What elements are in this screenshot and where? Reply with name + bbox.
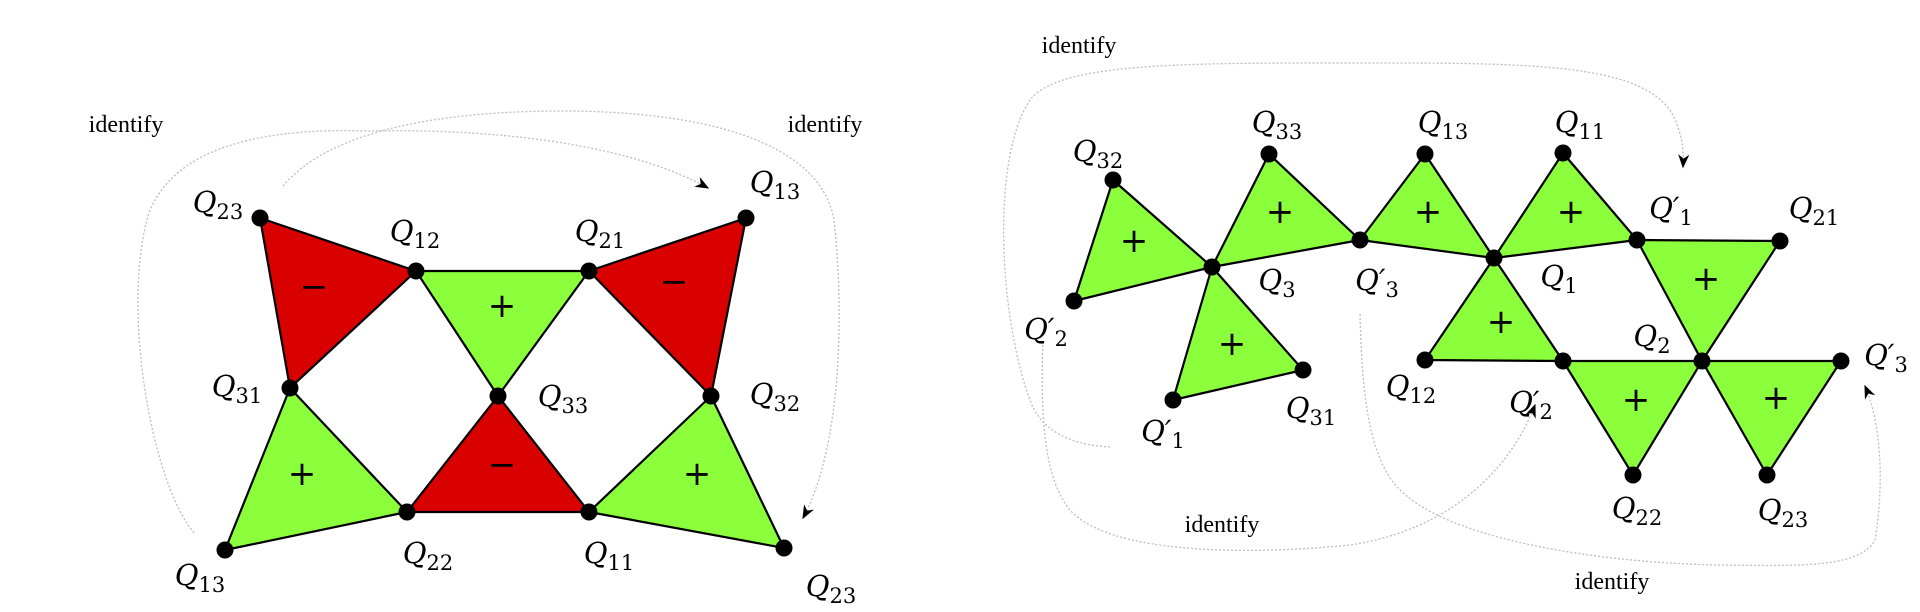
vertex-node	[737, 209, 755, 227]
triangle-sign: +	[1218, 324, 1247, 364]
vertex-node	[489, 387, 507, 405]
vertex-label: Q21	[575, 214, 626, 253]
vertex-node	[1693, 352, 1711, 370]
triangle-sign: +	[1762, 378, 1791, 418]
vertex-label: Q12	[390, 214, 441, 253]
positive-triangle	[1171, 265, 1305, 402]
vertex-node	[251, 209, 269, 227]
triangle-sign: +	[1692, 259, 1721, 299]
vertex-node	[1203, 258, 1221, 276]
positive-triangle	[1210, 152, 1362, 269]
vertex-label: Q′3	[1355, 263, 1399, 302]
triangle-sign: +	[1622, 380, 1651, 420]
vertex-label: Q′1	[1141, 414, 1185, 453]
vertex-label: Q1	[1540, 259, 1577, 298]
positive-triangle	[223, 386, 409, 552]
negative-triangle	[587, 216, 748, 398]
negative-triangle	[258, 216, 418, 390]
vertex-label: Q′3	[1864, 338, 1908, 377]
triangle-sign: +	[683, 454, 712, 494]
vertex-label: Q33	[1252, 105, 1303, 144]
triangle-sign: +	[1266, 192, 1295, 232]
vertex-node	[1771, 232, 1789, 250]
vertex-label: Q31	[1286, 391, 1337, 430]
vertex-label: Q23	[1758, 493, 1809, 532]
vertex-label: Q32	[1073, 134, 1124, 173]
vertex-label: Q′2	[1024, 312, 1068, 351]
triangle-sign: +	[1557, 192, 1586, 232]
vertex-label: Q13	[750, 165, 801, 204]
identify-arrow	[282, 110, 840, 520]
triangle-sign: −	[488, 445, 517, 485]
vertex-node	[1416, 145, 1434, 163]
vertex-label: Q22	[403, 536, 454, 575]
vertex-label: Q′1	[1649, 191, 1693, 230]
triangle-sign: +	[1414, 192, 1443, 232]
vertex-node	[1351, 231, 1369, 249]
vertex-node	[281, 379, 299, 397]
vertex-node	[1104, 171, 1122, 189]
identify-arrow	[1003, 62, 1690, 448]
identify-annotation: identify	[1575, 569, 1650, 595]
triangle-sign: +	[1120, 221, 1149, 261]
vertex-label: Q31	[212, 369, 263, 408]
vertex-label: Q23	[193, 185, 244, 224]
vertex-label: Q11	[1555, 105, 1606, 144]
vertex-label: Q33	[538, 379, 589, 418]
identify-arrow	[1359, 313, 1881, 567]
triangle-sign: +	[488, 286, 517, 326]
positive-triangle	[1423, 256, 1565, 363]
vertex-node	[775, 539, 793, 557]
vertex-node	[398, 503, 416, 521]
positive-triangle	[1358, 152, 1496, 260]
vertex-label: Q3	[1258, 263, 1295, 302]
vertex-node	[216, 541, 234, 559]
positive-triangle	[587, 394, 786, 550]
vertex-node	[1294, 361, 1312, 379]
positive-triangle	[1700, 359, 1843, 477]
vertex-node	[1624, 466, 1642, 484]
vertex-node	[1164, 391, 1182, 409]
vertex-node	[580, 503, 598, 521]
triangle-sign: −	[660, 262, 689, 302]
identify-annotation: identify	[788, 112, 863, 138]
vertex-label: Q22	[1612, 491, 1663, 530]
vertex-node	[1758, 466, 1776, 484]
triangle-sign: +	[1487, 302, 1516, 342]
triangle-sign: −	[300, 267, 329, 307]
vertex-node	[407, 262, 425, 280]
vertex-label: Q32	[750, 377, 801, 416]
negative-triangle	[405, 394, 591, 514]
vertex-label: Q2	[1633, 319, 1670, 358]
positive-triangle	[1072, 178, 1214, 303]
identify-annotation: identify	[1185, 512, 1260, 538]
vertex-node	[702, 387, 720, 405]
vertex-label: Q11	[584, 536, 635, 575]
vertex-node	[1832, 352, 1850, 370]
positive-triangle	[1492, 151, 1639, 260]
vertex-node	[1628, 231, 1646, 249]
triangle-sign: +	[288, 454, 317, 494]
vertex-label: Q23	[806, 569, 857, 608]
vertex-node	[1485, 249, 1503, 267]
vertex-label: Q13	[175, 558, 226, 597]
identify-annotation: identify	[89, 112, 164, 138]
identify-arrow	[137, 129, 710, 534]
vertex-node	[1554, 144, 1572, 162]
vertex-node	[580, 262, 598, 280]
vertex-label: Q21	[1789, 191, 1840, 230]
vertex-label: Q′2	[1509, 385, 1553, 424]
vertex-label: Q13	[1418, 105, 1469, 144]
positive-triangle	[1635, 238, 1782, 363]
identify-annotation: identify	[1042, 33, 1117, 59]
positive-triangle	[1561, 359, 1704, 477]
vertex-node	[1554, 352, 1572, 370]
positive-triangle	[414, 269, 591, 398]
vertex-node	[1260, 145, 1278, 163]
vertex-node	[1065, 292, 1083, 310]
vertex-label: Q12	[1386, 369, 1437, 408]
vertex-node	[1416, 351, 1434, 369]
